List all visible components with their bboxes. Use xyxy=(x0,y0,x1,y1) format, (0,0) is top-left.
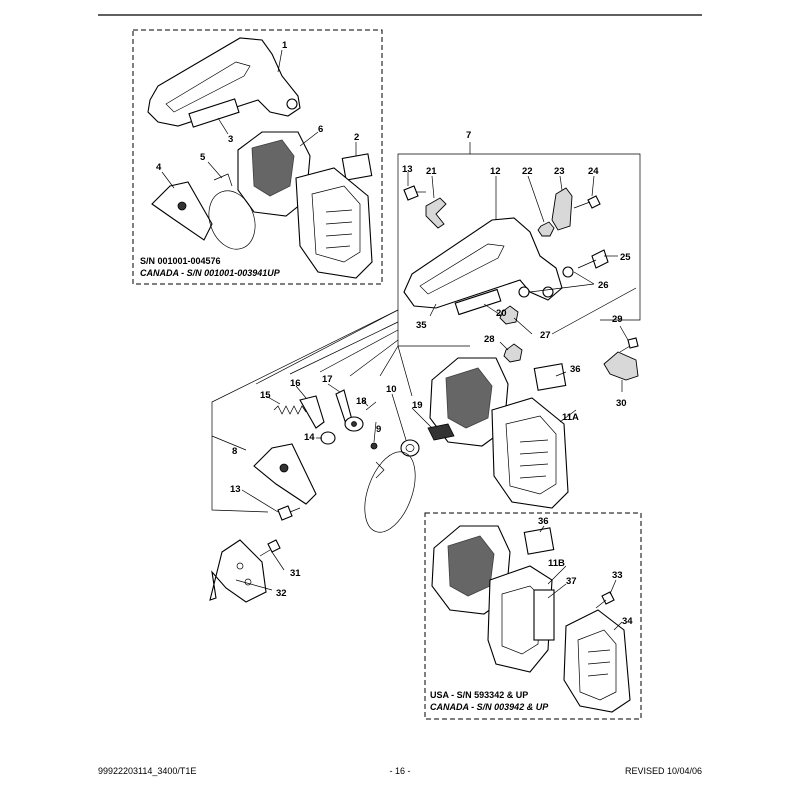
part-20-label xyxy=(454,288,502,316)
callout-14: 14 xyxy=(304,432,315,443)
part-4-brake-band-guide xyxy=(151,181,213,241)
callout-11b: 11B xyxy=(548,558,565,569)
part-28-nut xyxy=(503,343,523,363)
part-32-plate xyxy=(209,539,267,603)
part-6-housing xyxy=(237,131,373,279)
part-26-spacer xyxy=(562,266,574,278)
callout-34: 34 xyxy=(622,616,633,627)
callout-25: 25 xyxy=(620,252,631,263)
part-30-bracket xyxy=(603,351,639,381)
callout-19: 19 xyxy=(412,400,423,411)
part-10-bushing xyxy=(400,439,420,457)
part-27-nut xyxy=(499,305,519,325)
callout-6: 6 xyxy=(318,124,323,135)
part-21-clip xyxy=(425,197,447,229)
callout-26: 26 xyxy=(598,280,609,291)
part-15-spring xyxy=(273,405,307,415)
part-14-bushing xyxy=(320,431,336,445)
callout-22: 22 xyxy=(522,166,533,177)
callout-37: 37 xyxy=(566,576,577,587)
part-33-screw xyxy=(595,591,615,609)
late-canada-note: CANADA - S/N 003942 & UP xyxy=(430,702,549,712)
callout-15: 15 xyxy=(260,390,271,401)
part-2-label xyxy=(341,153,373,181)
callout-31: 31 xyxy=(290,568,301,579)
part-18-pin xyxy=(365,401,377,411)
part-19-block xyxy=(427,423,455,441)
part-3-label xyxy=(188,98,240,128)
callout-35: 35 xyxy=(416,320,427,331)
part-26-spacer-b xyxy=(518,286,530,298)
footer-revised: REVISED 10/04/06 xyxy=(625,766,702,776)
callout-27: 27 xyxy=(540,330,551,341)
callout-24: 24 xyxy=(588,166,599,177)
callout-20: 20 xyxy=(496,308,507,319)
part-23-bracket xyxy=(551,187,573,231)
part-24-screw xyxy=(573,195,601,209)
callout-8: 8 xyxy=(232,446,237,457)
footer-page-number: - 16 - xyxy=(389,766,410,776)
callout-1: 1 xyxy=(282,40,288,51)
part-13-screw-lower xyxy=(277,505,301,521)
callout-30: 30 xyxy=(616,398,627,409)
late-usa-note: USA - S/N 593342 & UP xyxy=(430,690,528,700)
footer-doc-id: 99922203114_3400/T1E xyxy=(98,766,196,776)
callout-17: 17 xyxy=(322,374,333,385)
callout-3: 3 xyxy=(228,134,233,145)
part-29-screw xyxy=(619,337,639,353)
part-9-brake-band xyxy=(364,442,416,533)
callout-32: 32 xyxy=(276,588,287,599)
callout-10: 10 xyxy=(386,384,397,395)
callout-7: 7 xyxy=(466,130,471,141)
callout-18: 18 xyxy=(356,396,367,407)
callout-23: 23 xyxy=(554,166,565,177)
part-13-screw xyxy=(403,185,426,201)
part-17-lever-assembly xyxy=(335,389,364,432)
callout-29: 29 xyxy=(612,314,623,325)
callout-4: 4 xyxy=(156,162,162,173)
early-serial-box xyxy=(132,29,383,285)
part-36-label xyxy=(533,363,567,391)
callout-28: 28 xyxy=(484,334,495,345)
callout-21: 21 xyxy=(426,166,437,177)
callout-16: 16 xyxy=(290,378,301,389)
callout-11a: 11A xyxy=(562,412,579,423)
callout-12: 12 xyxy=(490,166,501,177)
part-22-nut xyxy=(537,221,555,237)
callout-9: 9 xyxy=(376,424,381,435)
part-5-brake-band xyxy=(208,173,256,250)
part-25-bolt xyxy=(577,249,609,269)
callout-36a: 36 xyxy=(570,364,581,375)
callout-5: 5 xyxy=(200,152,206,163)
early-sn-note: S/N 001001-004576 xyxy=(140,256,221,266)
part-1-cover-plate xyxy=(147,37,301,127)
late-serial-box xyxy=(424,512,642,720)
part-36-label-b xyxy=(523,527,555,555)
callout-36b: 36 xyxy=(538,516,549,527)
leader-lines xyxy=(161,49,641,631)
callout-13b: 13 xyxy=(230,484,241,495)
callout-2: 2 xyxy=(354,132,359,143)
callout-13a: 13 xyxy=(402,164,413,175)
part-12-cover-plate xyxy=(403,217,563,309)
callout-33: 33 xyxy=(612,570,623,581)
part-16-lever xyxy=(299,395,325,429)
part-8-brake-band-guide xyxy=(253,443,317,505)
part-31-screw xyxy=(259,539,281,557)
part-37-label xyxy=(533,589,555,641)
part-34-cover xyxy=(563,609,631,713)
part-11a-housing xyxy=(429,357,569,509)
early-canada-note: CANADA - S/N 001001-003941UP xyxy=(140,268,281,278)
